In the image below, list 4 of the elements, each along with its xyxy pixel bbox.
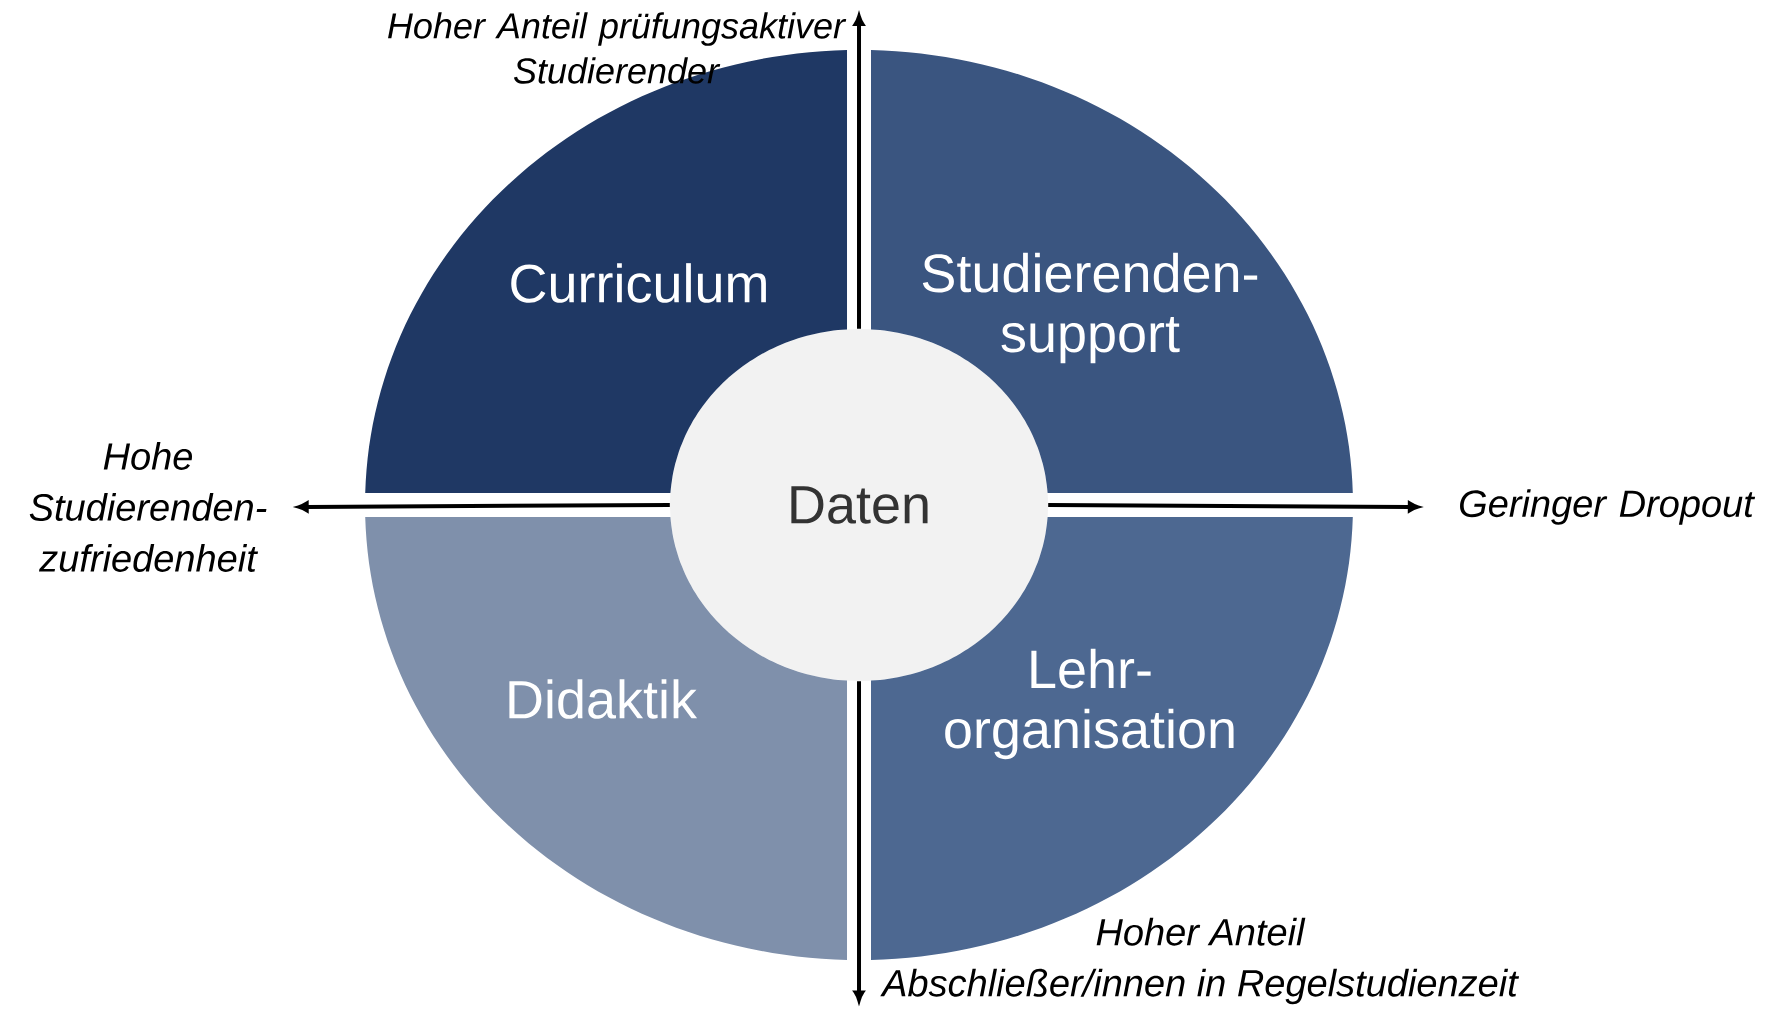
- outcome-label: Hohe Studierenden-zufriedenheit: [29, 442, 267, 572]
- arrow: [296, 501, 670, 513]
- outcome-label: Geringer Dropout: [1460, 489, 1756, 525]
- quadrant-segment: Studierenden-support: [871, 50, 1353, 493]
